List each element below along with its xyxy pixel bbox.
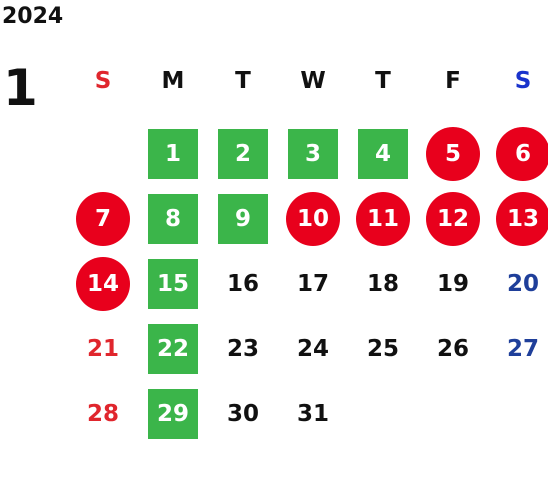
- day-number-green: 8: [148, 193, 198, 244]
- weekday-header-tuesday: T: [235, 68, 251, 94]
- day-cell[interactable]: 3: [278, 121, 348, 186]
- weekday-header-wednesday: W: [300, 68, 326, 94]
- day-number-red: 12: [426, 191, 480, 246]
- weekday-header-sunday: S: [94, 68, 112, 94]
- day-number-saturday: 27: [506, 335, 539, 362]
- day-cell[interactable]: 6: [488, 121, 548, 186]
- day-cell[interactable]: 27: [488, 316, 548, 381]
- day-number-sunday: 28: [86, 400, 119, 427]
- day-number-green: 15: [148, 258, 198, 309]
- day-number: 26: [436, 335, 469, 362]
- weekday-header-monday: M: [161, 68, 185, 94]
- day-cell[interactable]: 30: [208, 381, 278, 446]
- day-number: 24: [296, 335, 329, 362]
- day-number: 25: [366, 335, 399, 362]
- day-cell[interactable]: 19: [418, 251, 488, 316]
- day-cell[interactable]: 16: [208, 251, 278, 316]
- day-cell[interactable]: 22: [138, 316, 208, 381]
- day-cell[interactable]: 8: [138, 186, 208, 251]
- day-cell[interactable]: 28: [68, 381, 138, 446]
- day-number-green: 29: [148, 388, 198, 439]
- day-cell[interactable]: 17: [278, 251, 348, 316]
- day-number: 18: [366, 270, 399, 297]
- day-cell[interactable]: 18: [348, 251, 418, 316]
- day-cell[interactable]: 7: [68, 186, 138, 251]
- day-cell[interactable]: 4: [348, 121, 418, 186]
- day-cell[interactable]: 2: [208, 121, 278, 186]
- day-number: 30: [226, 400, 259, 427]
- day-number-red: 11: [356, 191, 410, 246]
- day-cell[interactable]: 5: [418, 121, 488, 186]
- day-cell[interactable]: 20: [488, 251, 548, 316]
- day-number-green: 22: [148, 323, 198, 374]
- day-number-red: 13: [496, 191, 548, 246]
- day-cell[interactable]: 24: [278, 316, 348, 381]
- day-number: 17: [296, 270, 329, 297]
- day-number-green: 4: [358, 128, 408, 179]
- day-number-green: 9: [218, 193, 268, 244]
- day-number-red: 10: [286, 191, 340, 246]
- day-cell[interactable]: 10: [278, 186, 348, 251]
- day-cell[interactable]: 15: [138, 251, 208, 316]
- day-cell[interactable]: 26: [418, 316, 488, 381]
- year-label: 2024: [2, 4, 64, 29]
- day-cell[interactable]: 1: [138, 121, 208, 186]
- day-cell[interactable]: 31: [278, 381, 348, 446]
- day-number-red: 5: [426, 126, 480, 181]
- day-cell[interactable]: 25: [348, 316, 418, 381]
- day-cell[interactable]: 23: [208, 316, 278, 381]
- weekday-header-thursday: T: [375, 68, 391, 94]
- day-cell[interactable]: 9: [208, 186, 278, 251]
- day-number: 16: [226, 270, 259, 297]
- day-cell[interactable]: 12: [418, 186, 488, 251]
- day-number-red: 7: [76, 191, 130, 246]
- day-number-sunday: 21: [86, 335, 119, 362]
- day-cell[interactable]: 14: [68, 251, 138, 316]
- day-cell[interactable]: 13: [488, 186, 548, 251]
- day-number-saturday: 20: [506, 270, 539, 297]
- day-number-red: 6: [496, 126, 548, 181]
- day-cell[interactable]: 21: [68, 316, 138, 381]
- day-number: 19: [436, 270, 469, 297]
- day-number: 23: [226, 335, 259, 362]
- day-number-green: 3: [288, 128, 338, 179]
- weekday-header-friday: F: [445, 68, 461, 94]
- day-number-red: 14: [76, 256, 130, 311]
- day-cell[interactable]: 11: [348, 186, 418, 251]
- day-cell[interactable]: 29: [138, 381, 208, 446]
- day-number: 31: [296, 400, 329, 427]
- weekday-header-saturday: S: [514, 68, 532, 94]
- day-number-green: 2: [218, 128, 268, 179]
- day-number-green: 1: [148, 128, 198, 179]
- month-number: 1: [3, 59, 38, 117]
